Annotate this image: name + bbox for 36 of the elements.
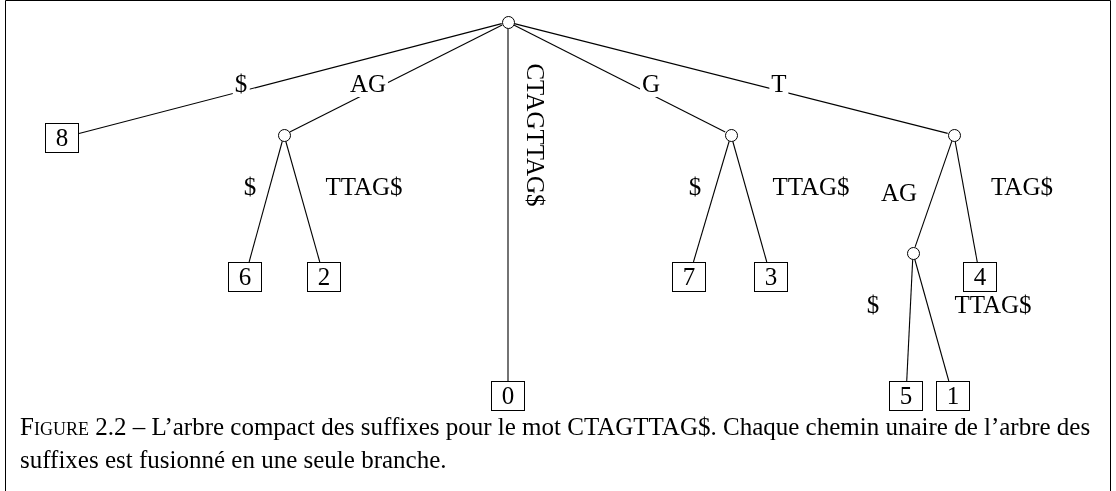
tree-branch: [692, 140, 730, 263]
tree-branch: [914, 140, 953, 248]
tree-node-circle: [906, 246, 920, 260]
tree-branch: [732, 140, 768, 263]
tree-branch: [248, 140, 283, 263]
edge-label: $: [241, 174, 259, 200]
edge-label: $: [686, 174, 704, 200]
tree-node-circle: [277, 128, 291, 142]
edge-label: TAG$: [989, 174, 1055, 200]
tree-node-circle: [724, 128, 738, 142]
edge-label: TTAG$: [770, 174, 852, 200]
leaf-box: 4: [963, 262, 997, 292]
tree-branch: [78, 23, 503, 135]
edge-label: $: [232, 71, 250, 97]
edge-label: TTAG$: [952, 292, 1034, 318]
tree-branch: [507, 27, 509, 382]
edge-label: CTAGTTAG$: [522, 62, 548, 209]
leaf-box: 5: [889, 381, 923, 411]
leaf-box: 2: [307, 262, 341, 292]
edge-label: $: [864, 292, 882, 318]
tree-branch: [906, 258, 914, 382]
leaf-box: 3: [754, 262, 788, 292]
leaf-box: 7: [672, 262, 706, 292]
tree-node-circle: [501, 15, 515, 29]
tree-branch: [285, 140, 321, 263]
leaf-box: 6: [228, 262, 262, 292]
tree-branch: [513, 24, 726, 133]
tree-branch: [954, 140, 978, 263]
tree-node-circle: [947, 128, 961, 142]
tree-branch: [914, 258, 950, 382]
leaf-box: 8: [45, 123, 79, 153]
leaf-box: 0: [491, 381, 525, 411]
figure-caption: Figure 2.2 – L’arbre compact des suffixes pour le mot CTAGTTAG$. Chaque chemin unaire de l’arbre des suffixes est fusionné en une seule branche.: [20, 412, 1092, 475]
leaf-box: 1: [936, 381, 970, 411]
tree-branch: [513, 23, 949, 134]
edge-label: TTAG$: [323, 174, 405, 200]
